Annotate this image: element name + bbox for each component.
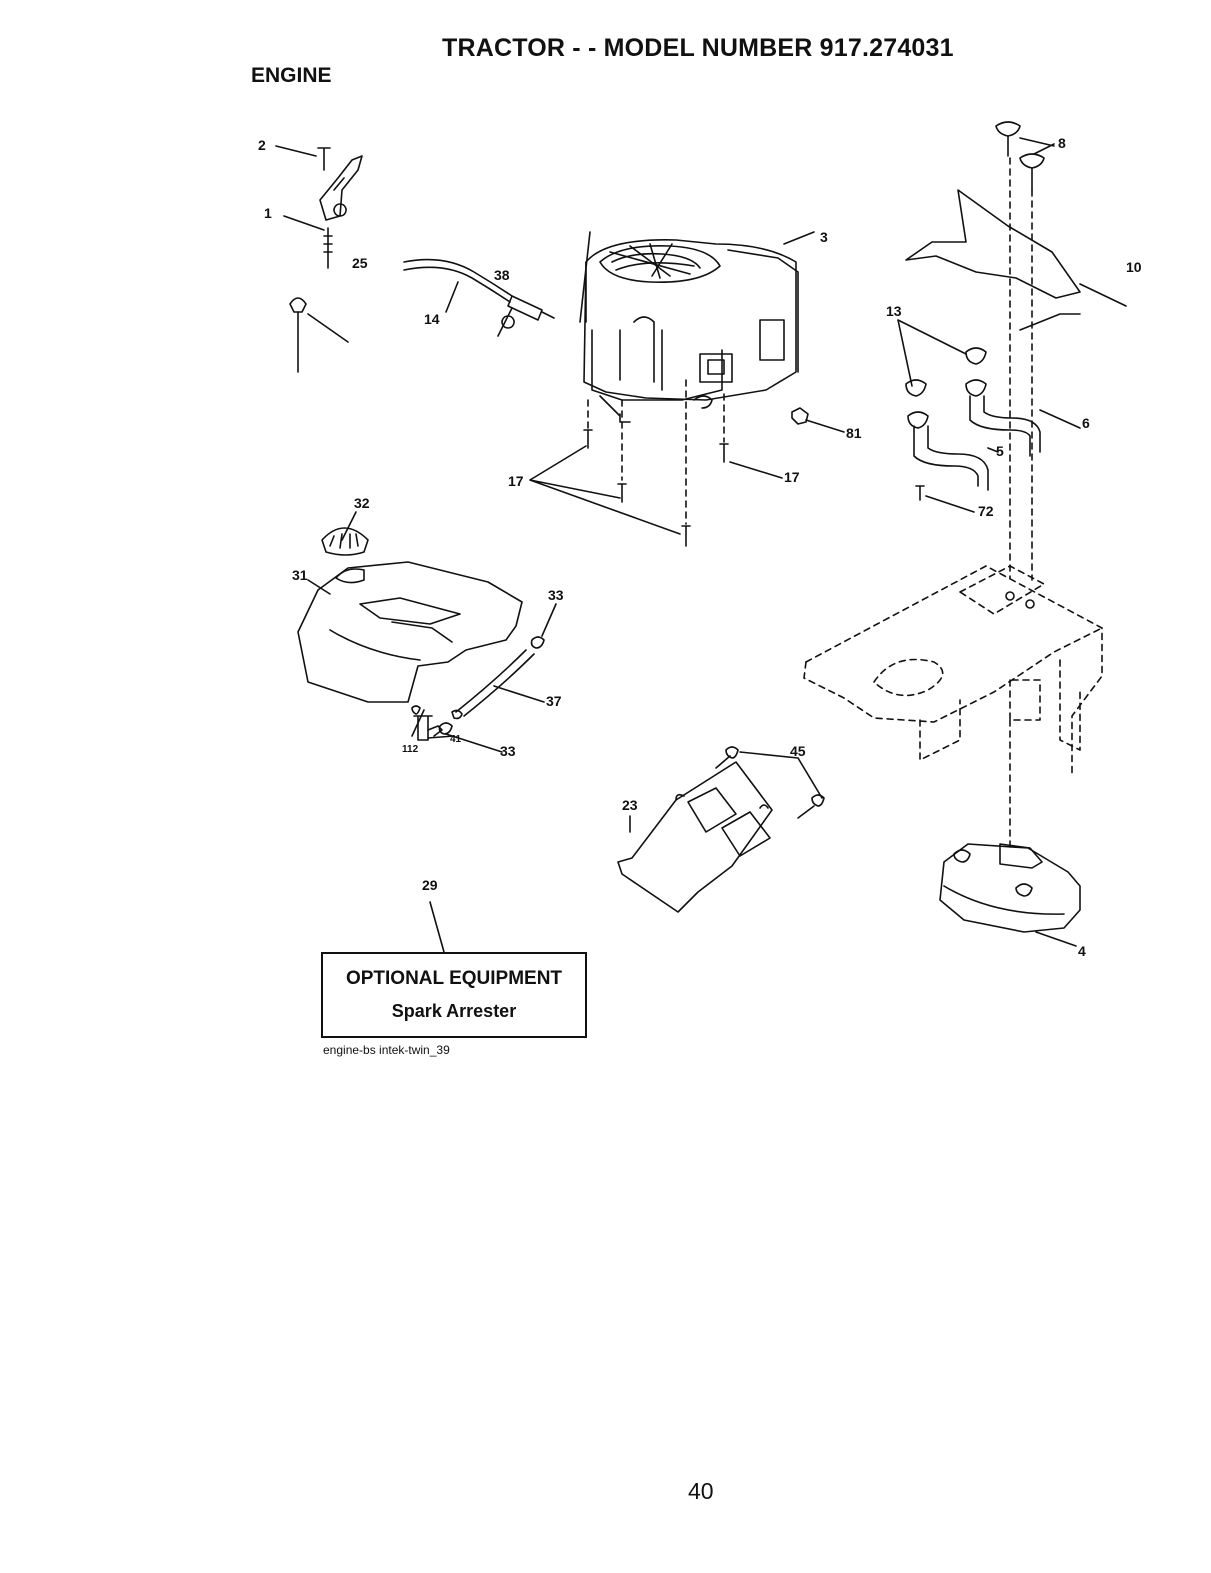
callout-25: 25 <box>352 255 368 271</box>
tractor-frame-part <box>804 566 1102 776</box>
callout-23: 23 <box>622 797 638 813</box>
page-number: 40 <box>688 1478 714 1505</box>
callout-6: 6 <box>1082 415 1090 431</box>
heat-shield-part <box>906 190 1080 330</box>
nut-part <box>792 408 808 424</box>
callout-32: 32 <box>354 495 370 511</box>
diagram-caption: engine-bs intek-twin_39 <box>323 1043 450 1057</box>
callout-4: 4 <box>1078 943 1086 959</box>
leader-lines <box>276 138 1126 952</box>
optional-equipment-title: OPTIONAL EQUIPMENT <box>323 968 585 990</box>
engine-guard-part <box>618 762 772 912</box>
frame-holes <box>1006 592 1034 608</box>
fuel-shutoff-part <box>412 706 442 740</box>
callout-29: 29 <box>422 877 438 893</box>
callout-112: 112 <box>402 744 419 755</box>
fuel-line-part <box>440 637 545 734</box>
callout-38: 38 <box>494 267 510 283</box>
callout-17-right: 17 <box>784 469 800 485</box>
engine-part <box>580 232 798 422</box>
dipstick-part <box>290 298 306 372</box>
callout-1: 1 <box>264 205 272 221</box>
optional-equipment-item: Spark Arrester <box>323 1001 585 1022</box>
callout-3: 3 <box>820 229 828 245</box>
engine-parts-diagram: 2 1 25 14 38 3 81 17 17 8 10 13 6 5 72 3… <box>0 0 1211 1100</box>
mounting-bolts-part <box>584 380 728 546</box>
muffler-part <box>940 844 1080 932</box>
fuel-tank-part <box>298 562 522 702</box>
muffler-bolts-part <box>996 122 1044 580</box>
throttle-control-part <box>318 148 362 268</box>
callout-8: 8 <box>1058 135 1066 151</box>
callout-5: 5 <box>996 443 1004 459</box>
callout-81: 81 <box>846 425 862 441</box>
callout-72: 72 <box>978 503 994 519</box>
callout-2: 2 <box>258 137 266 153</box>
callout-33-top: 33 <box>548 587 564 603</box>
exhaust-screw-part <box>916 486 924 500</box>
callout-45: 45 <box>790 743 806 759</box>
exhaust-pipe-part <box>914 396 1040 490</box>
optional-equipment-box: OPTIONAL EQUIPMENT Spark Arrester <box>321 952 587 1038</box>
exhaust-gaskets-part <box>906 348 986 428</box>
callout-33-bottom: 33 <box>500 743 516 759</box>
callout-14: 14 <box>424 311 440 327</box>
callout-41: 41 <box>450 734 462 745</box>
callout-13: 13 <box>886 303 902 319</box>
callout-10: 10 <box>1126 259 1142 275</box>
callout-31: 31 <box>292 567 308 583</box>
fuel-cap-part <box>322 528 368 555</box>
callout-17-left: 17 <box>508 473 524 489</box>
callout-37: 37 <box>546 693 562 709</box>
